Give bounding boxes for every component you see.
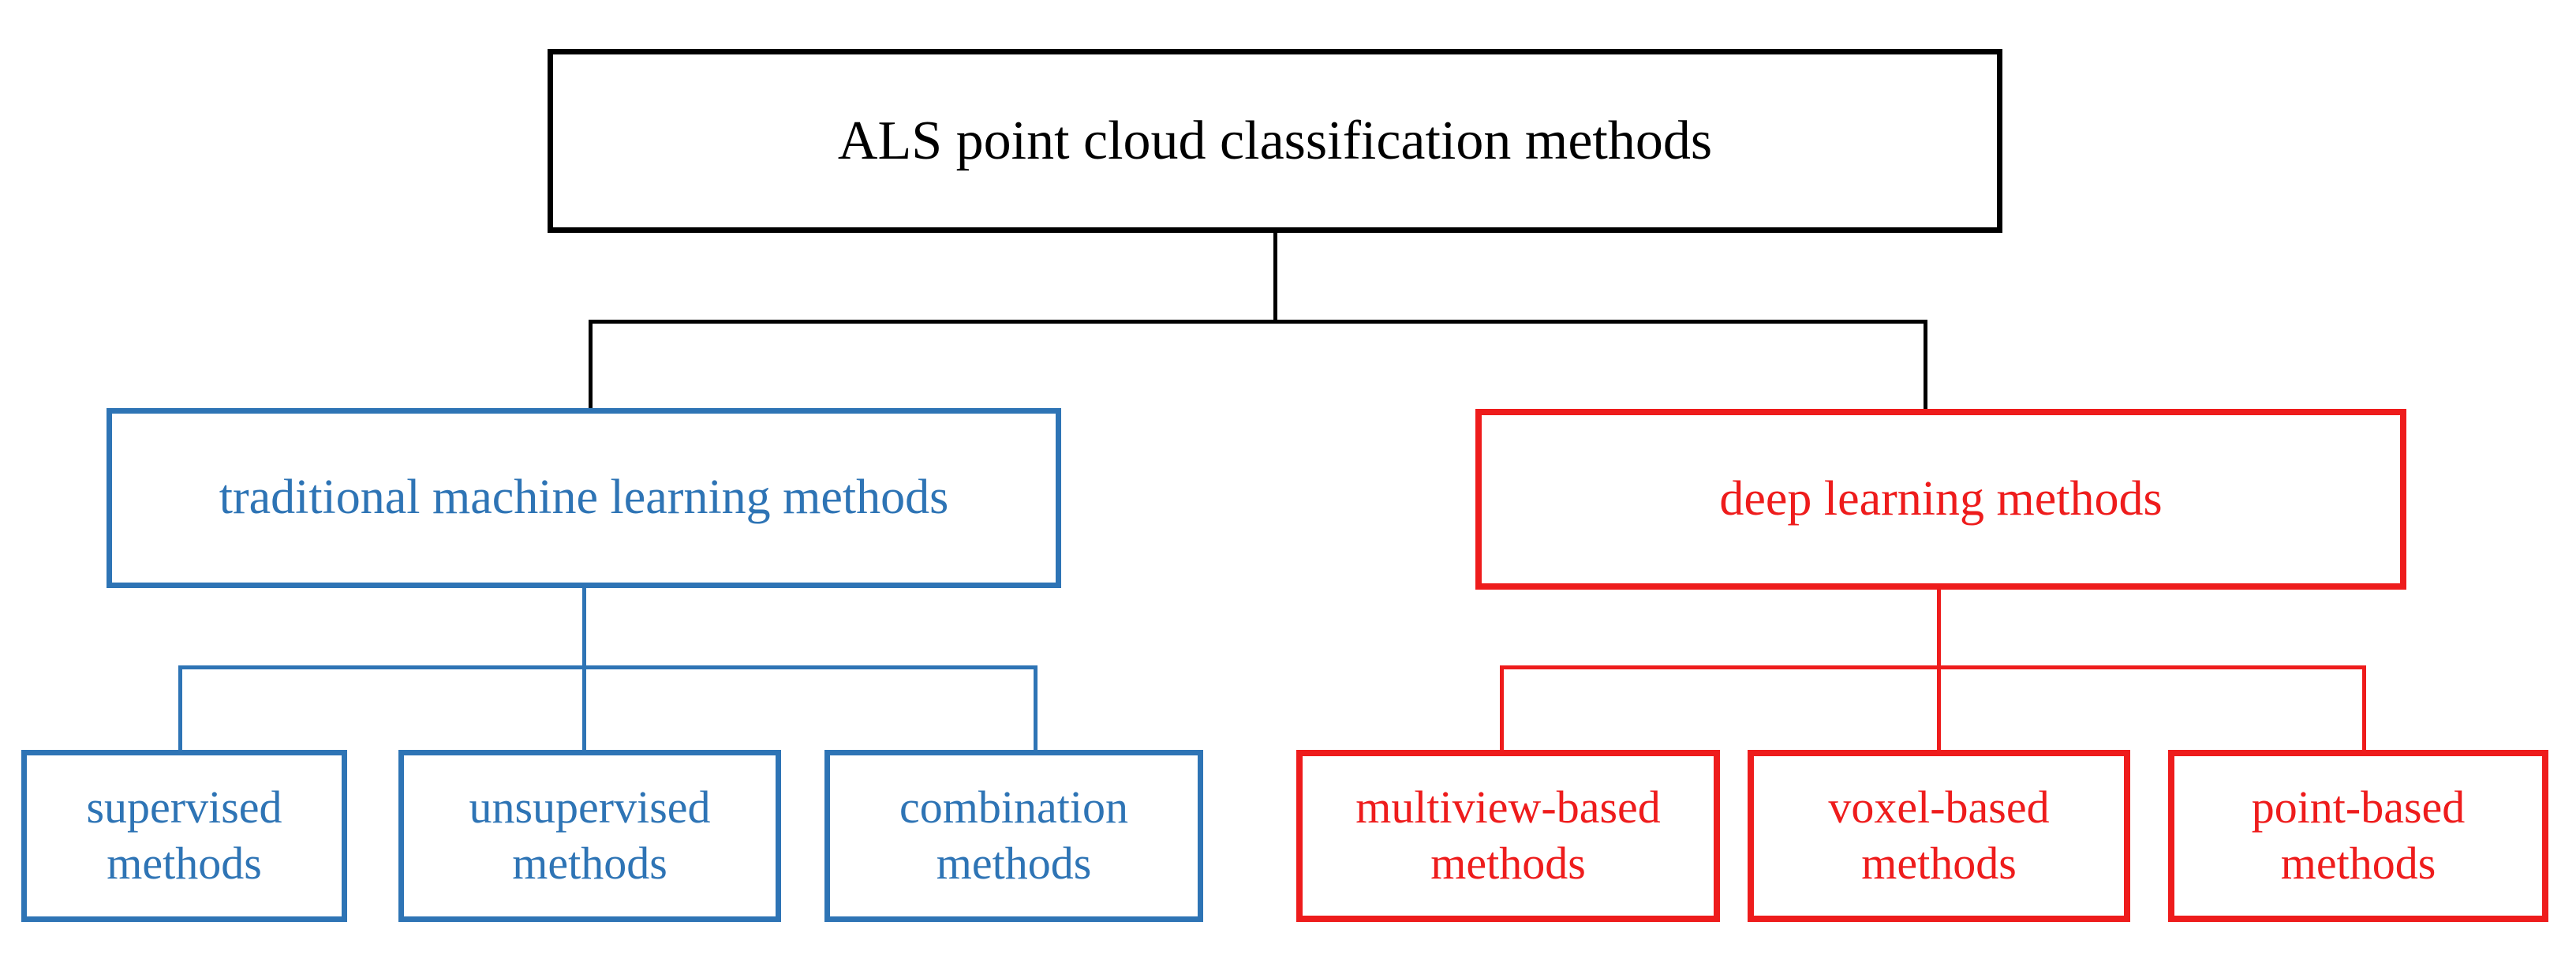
node-combination-methods: combination methods <box>824 750 1203 922</box>
connector-traditional-bar <box>180 665 1035 669</box>
node-deep-learning-methods-label: deep learning methods <box>1719 471 2163 526</box>
connector-deep-learning-to-voxel-based <box>1937 665 1941 751</box>
node-deep-learning-methods: deep learning methods <box>1475 409 2406 590</box>
node-traditional-machine-learning-methods: traditional machine learning methods <box>107 408 1061 588</box>
connector-root-to-traditional <box>589 320 593 410</box>
node-voxel-based-methods: voxel-based methods <box>1748 750 2130 922</box>
connector-traditional-to-combination <box>1034 665 1038 751</box>
connector-deep-learning-to-multiview-based <box>1500 665 1504 751</box>
connector-traditional-stem <box>582 586 586 667</box>
node-supervised-methods-label: supervised methods <box>86 781 282 889</box>
node-multiview-based-methods: multiview-based methods <box>1296 750 1720 922</box>
node-supervised-methods: supervised methods <box>21 750 347 922</box>
node-point-based-methods: point-based methods <box>2168 750 2548 922</box>
connector-root-trunk <box>1273 231 1277 321</box>
connector-root-split-bar <box>590 320 1927 324</box>
connector-traditional-to-unsupervised <box>582 665 586 751</box>
node-root: ALS point cloud classification methods <box>548 49 2002 233</box>
node-root-label: ALS point cloud classification methods <box>837 110 1713 171</box>
node-unsupervised-methods: unsupervised methods <box>398 750 781 922</box>
connector-deep-learning-stem <box>1937 588 1941 667</box>
connector-deep-learning-bar <box>1501 665 2364 669</box>
connector-deep-learning-to-point-based <box>2362 665 2366 751</box>
node-unsupervised-methods-label: unsupervised methods <box>469 781 711 889</box>
node-multiview-based-methods-label: multiview-based methods <box>1355 781 1661 889</box>
node-traditional-machine-learning-methods-label: traditional machine learning methods <box>219 470 949 525</box>
node-voxel-based-methods-label: voxel-based methods <box>1828 781 2050 889</box>
node-point-based-methods-label: point-based methods <box>2251 781 2466 889</box>
connector-root-to-deep-learning <box>1924 320 1927 410</box>
node-combination-methods-label: combination methods <box>899 781 1128 889</box>
connector-traditional-to-supervised <box>178 665 182 751</box>
